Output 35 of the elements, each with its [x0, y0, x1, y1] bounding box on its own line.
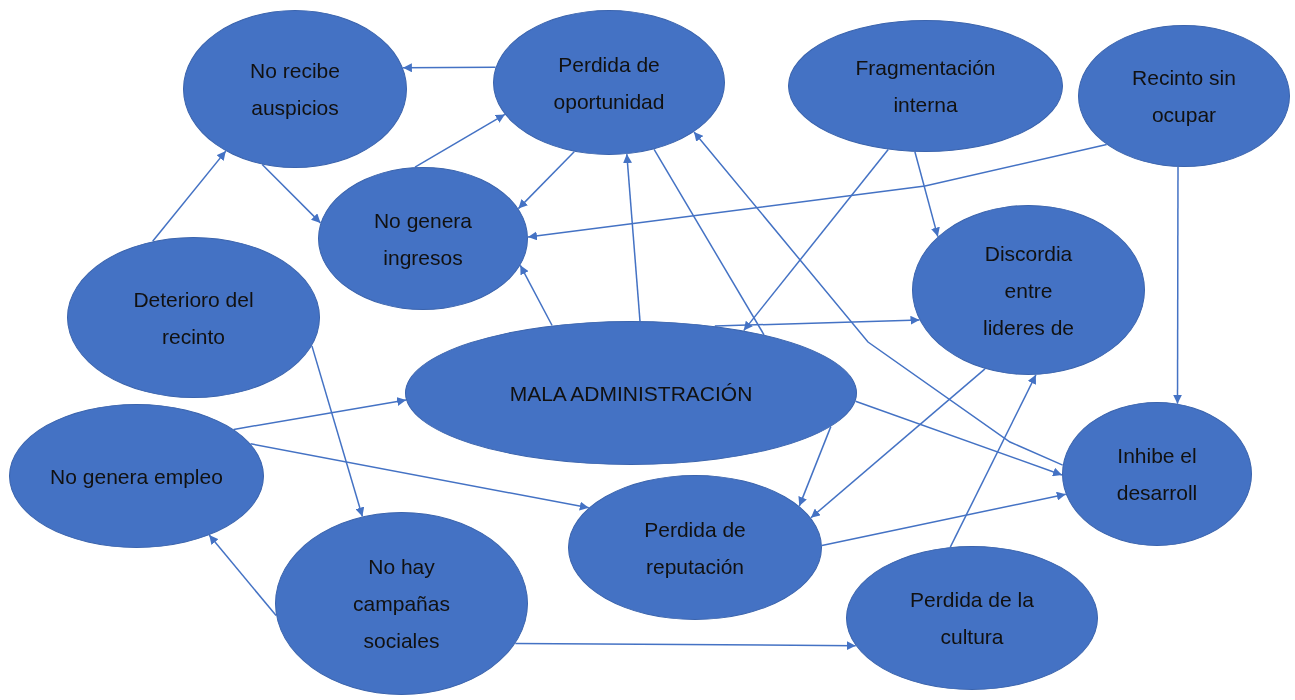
arrow: [249, 443, 590, 511]
node-label: No recibe auspicios: [249, 58, 341, 121]
arrow: [693, 131, 1064, 466]
node-label: Perdida de oportunidad: [552, 51, 666, 115]
node-label: Recinto sin ocupar: [1131, 65, 1237, 128]
node-label: Inhibe el desarroll: [1115, 443, 1199, 506]
arrow: [854, 400, 1063, 477]
arrow: [821, 491, 1067, 547]
arrow: [714, 315, 921, 327]
arrow: [810, 368, 986, 519]
arrow: [742, 148, 889, 332]
node-label: Fragmentación interna: [854, 55, 997, 118]
arrow: [311, 345, 365, 518]
arrow: [623, 153, 641, 322]
arrow: [519, 264, 553, 327]
node-label: MALA ADMINISTRACIÓN: [509, 380, 753, 407]
node-label: No hay campañas sociales: [352, 554, 451, 654]
node-label: Perdida de la cultura: [909, 587, 1035, 650]
arrow: [151, 150, 227, 243]
node-label: Perdida de reputación: [643, 516, 747, 580]
arrow: [514, 641, 857, 651]
arrow: [517, 150, 575, 210]
arrow: [261, 163, 322, 224]
node-label: Discordia entre lideres de: [981, 240, 1076, 341]
arrow: [232, 397, 407, 431]
arrow: [527, 143, 1108, 241]
arrow: [402, 63, 497, 73]
arrow: [949, 374, 1037, 548]
arrow: [914, 151, 940, 238]
arrow: [798, 425, 832, 507]
node-label: No genera empleo: [50, 463, 223, 490]
arrow: [208, 534, 277, 617]
node-label: Deterioro del recinto: [132, 286, 255, 350]
node-label: No genera ingresos: [372, 207, 474, 271]
arrow: [414, 113, 506, 168]
